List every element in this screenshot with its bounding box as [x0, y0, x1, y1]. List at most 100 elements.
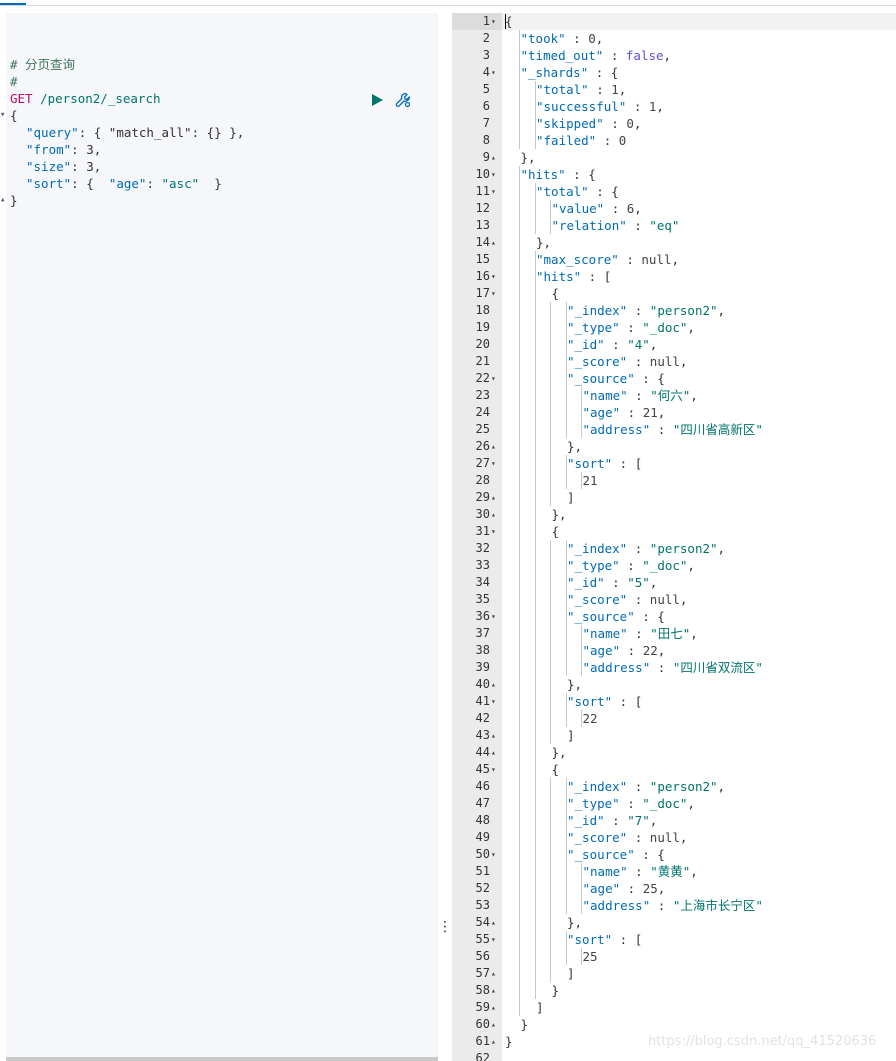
- code-token: null: [649, 354, 680, 369]
- code-token: "_score": [567, 830, 628, 845]
- line-number: 53: [475, 898, 490, 912]
- fold-open-icon[interactable]: ▾: [491, 527, 496, 536]
- fold-open-icon[interactable]: ▾: [491, 374, 496, 383]
- response-code-line: },: [552, 506, 567, 523]
- response-code-line: "name" : "田七",: [583, 625, 698, 642]
- indent-guide: [519, 506, 520, 523]
- indent-guide: [550, 574, 551, 591]
- line-number: 59: [475, 1000, 490, 1014]
- indent-guide: [550, 200, 551, 217]
- fold-open-icon[interactable]: ▾: [491, 17, 496, 26]
- indent-guide: [534, 489, 536, 506]
- fold-open-icon[interactable]: ▾: [491, 765, 496, 774]
- indent-guide: [565, 608, 567, 625]
- code-token: ,: [717, 303, 726, 318]
- fold-close-icon[interactable]: ▴: [491, 748, 496, 757]
- response-code-line: 21: [583, 472, 598, 489]
- code-token: :: [627, 830, 650, 845]
- fold-close-icon[interactable]: ▴: [491, 680, 496, 689]
- indent-guide: [519, 897, 520, 914]
- fold-close-icon[interactable]: ▴: [491, 153, 496, 162]
- response-code-line: ]: [536, 999, 544, 1016]
- fold-open-icon[interactable]: ▾: [491, 612, 496, 621]
- response-code-line: "_score" : null,: [567, 829, 687, 846]
- line-number: 7: [482, 116, 490, 130]
- code-token: :: [618, 252, 642, 267]
- fold-close-icon[interactable]: ▴: [491, 510, 496, 519]
- fold-close-icon[interactable]: ▴: [491, 238, 496, 247]
- request-fold-open-icon[interactable]: ▾: [0, 110, 6, 120]
- request-scrollbar[interactable]: [6, 1057, 438, 1061]
- indent-guide: [550, 812, 551, 829]
- fold-close-icon[interactable]: ▴: [491, 969, 496, 978]
- code-token: "person2": [649, 779, 718, 794]
- code-token: ,: [671, 252, 680, 267]
- code-token: "_score": [567, 354, 628, 369]
- play-icon[interactable]: [370, 93, 384, 107]
- indent-guide: [534, 642, 536, 659]
- wrench-icon[interactable]: [395, 92, 411, 108]
- response-code-line: 22: [583, 710, 598, 727]
- indent-guide: [550, 829, 551, 846]
- code-token: "relation": [551, 218, 627, 233]
- code-token: },: [567, 439, 583, 454]
- indent-guide: [534, 574, 536, 591]
- code-token: :: [603, 116, 627, 131]
- fold-close-icon[interactable]: ▴: [491, 918, 496, 927]
- request-fold-close-icon[interactable]: ▴: [0, 195, 6, 205]
- code-token: "sort": [567, 932, 613, 947]
- line-number: 57: [475, 966, 490, 980]
- code-token: 25: [582, 949, 598, 964]
- fold-open-icon[interactable]: ▾: [491, 850, 496, 859]
- code-token: }: [505, 1034, 513, 1049]
- indent-guide: [565, 353, 567, 370]
- fold-open-icon[interactable]: ▾: [491, 697, 496, 706]
- code-token: }: [520, 1017, 529, 1032]
- code-token: {: [551, 762, 560, 777]
- fold-close-icon[interactable]: ▴: [491, 442, 496, 451]
- request-method: GET: [10, 91, 33, 106]
- fold-open-icon[interactable]: ▾: [491, 170, 496, 179]
- pane-resizer-handle[interactable]: ⋮: [438, 919, 452, 935]
- line-number-gutter: [452, 13, 502, 1061]
- fold-open-icon[interactable]: ▾: [491, 68, 496, 77]
- fold-close-icon[interactable]: ▴: [491, 1037, 496, 1046]
- indent-guide: [519, 234, 520, 251]
- indent-guide: [534, 659, 536, 676]
- code-token: "name": [582, 626, 628, 641]
- code-token: :: [627, 592, 650, 607]
- response-code-line: "_index" : "person2",: [567, 778, 725, 795]
- fold-close-icon[interactable]: ▴: [491, 493, 496, 502]
- code-token: "skipped": [536, 116, 604, 131]
- indent-guide: [581, 387, 582, 404]
- code-token: :: [626, 218, 650, 233]
- indent-guide: [534, 285, 536, 302]
- line-number: 30: [475, 507, 490, 521]
- indent-guide: [519, 387, 520, 404]
- fold-close-icon[interactable]: ▴: [491, 1003, 496, 1012]
- line-number: 21: [475, 354, 490, 368]
- fold-close-icon[interactable]: ▴: [491, 1020, 496, 1029]
- code-token: "successful": [536, 99, 627, 114]
- fold-close-icon[interactable]: ▴: [491, 731, 496, 740]
- response-code-line: "_type" : "_doc",: [567, 795, 695, 812]
- fold-open-icon[interactable]: ▾: [491, 272, 496, 281]
- line-number: 19: [475, 320, 490, 334]
- indent-guide: [534, 931, 536, 948]
- fold-close-icon[interactable]: ▴: [491, 986, 496, 995]
- code-token: ,: [717, 779, 726, 794]
- fold-open-icon[interactable]: ▾: [491, 459, 496, 468]
- code-token: "total": [536, 184, 589, 199]
- fold-open-icon[interactable]: ▾: [491, 187, 496, 196]
- response-code-line: }: [521, 1016, 529, 1033]
- fold-open-icon[interactable]: ▾: [491, 289, 496, 298]
- indent-guide: [550, 404, 551, 421]
- response-viewer[interactable]: 1▾{2"took" : 0,3"timed_out" : false,4▾"_…: [452, 13, 896, 1061]
- indent-guide: [534, 268, 536, 285]
- indent-guide: [550, 846, 551, 863]
- code-token: :: [596, 133, 619, 148]
- indent-guide: [519, 166, 520, 183]
- request-editor[interactable]: # 分页查询 # GET /person2/_search { "query":…: [6, 13, 438, 1058]
- code-token: "_index": [567, 779, 628, 794]
- fold-open-icon[interactable]: ▾: [491, 935, 496, 944]
